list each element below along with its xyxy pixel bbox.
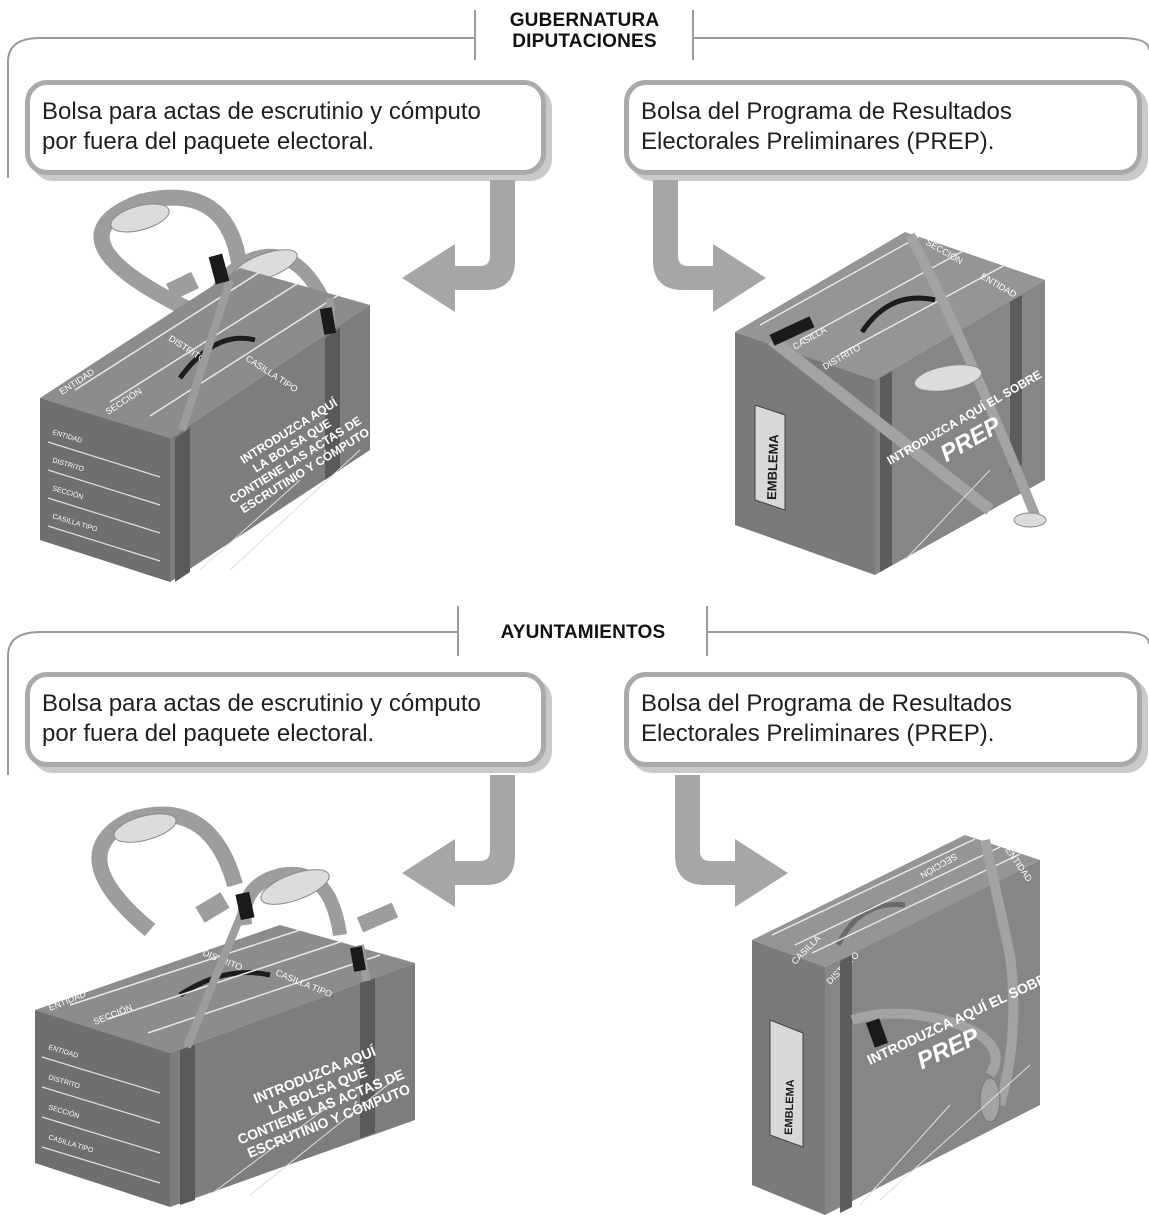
- arrow-left-icon: [402, 180, 515, 312]
- electoral-box-right: ENTIDAD SECCIÓN DISTRITO CASILLA EMBLEMA…: [735, 232, 1047, 575]
- callout-line: Bolsa del Programa de Resultados: [641, 98, 1012, 125]
- emblem-label: EMBLEMA: [764, 433, 781, 500]
- callout-line: Bolsa del Programa de Resultados: [641, 690, 1012, 717]
- section-title-line: GUBERNATURA: [509, 10, 660, 31]
- callout-right-prep: Bolsa del Programa de Resultados Elector…: [624, 80, 1142, 175]
- arrow-right-icon: [653, 180, 766, 312]
- electoral-box-right: ENTIDAD SECCIÓN DISTRITO CASILLA EMBLEMA…: [752, 835, 1058, 1215]
- section-title-line: AYUNTAMIENTOS: [500, 622, 666, 643]
- callout-line: Bolsa para actas de escrutinio y cómputo: [42, 98, 481, 125]
- callout-line: Bolsa para actas de escrutinio y cómputo: [42, 690, 481, 717]
- electoral-box-left: ENTIDAD DISTRITO SECCIÓN CASILLA TIPO EN…: [35, 806, 415, 1207]
- illustration-section-2: ENTIDAD DISTRITO SECCIÓN CASILLA TIPO EN…: [35, 775, 1058, 1215]
- illustration-section-1: ENTIDAD DISTRITO SECCIÓN CASILLA TIPO EN…: [40, 180, 1047, 582]
- arrow-left-icon: [402, 775, 515, 907]
- callout-right-prep: Bolsa del Programa de Resultados Elector…: [624, 672, 1142, 767]
- arrow-right-icon: [675, 775, 788, 907]
- section-title-gubernatura: GUBERNATURA DIPUTACIONES: [482, 10, 687, 52]
- callout-left-actas: Bolsa para actas de escrutinio y cómputo…: [25, 80, 546, 175]
- section-title-ayuntamientos: AYUNTAMIENTOS: [466, 622, 700, 643]
- callout-line: por fuera del paquete electoral.: [42, 128, 375, 155]
- callout-left-actas: Bolsa para actas de escrutinio y cómputo…: [25, 672, 546, 767]
- callout-line: Electorales Preliminares (PREP).: [641, 720, 995, 747]
- emblem-label: EMBLEMA: [783, 1079, 797, 1135]
- section-title-line: DIPUTACIONES: [512, 31, 657, 52]
- callout-line: por fuera del paquete electoral.: [42, 720, 375, 747]
- electoral-box-left: ENTIDAD DISTRITO SECCIÓN CASILLA TIPO EN…: [40, 189, 372, 582]
- callout-line: Electorales Preliminares (PREP).: [641, 128, 995, 155]
